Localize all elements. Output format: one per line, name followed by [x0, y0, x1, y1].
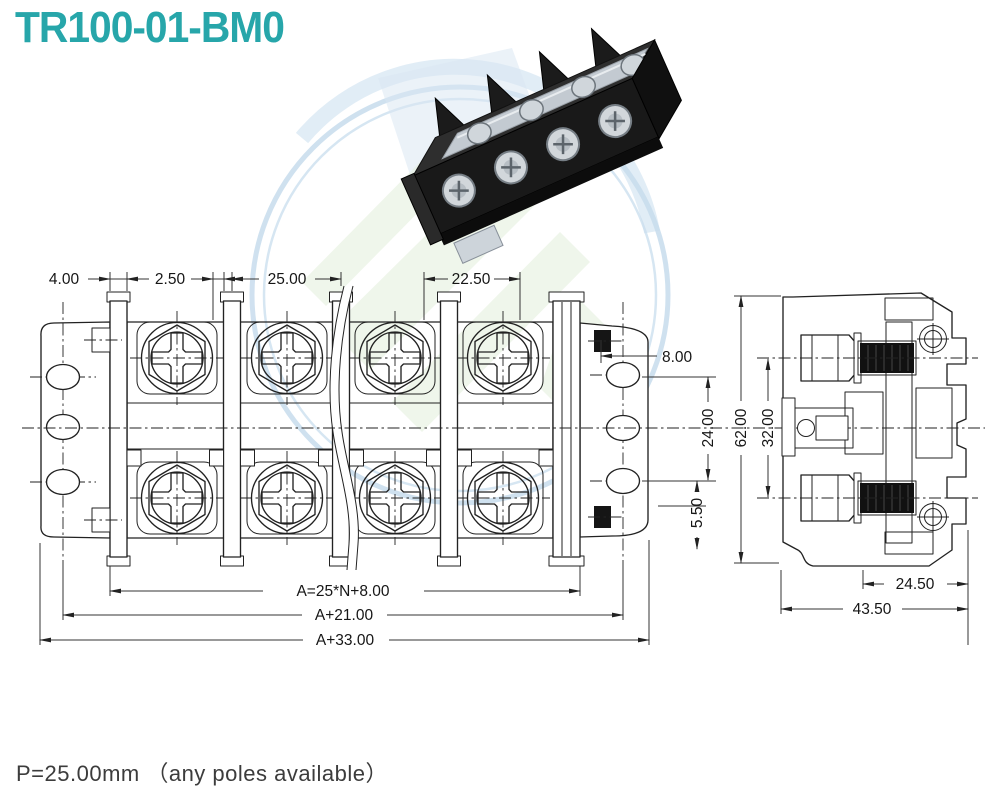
right-clip [594, 506, 611, 528]
dimensions: 4.00 2.50 25.00 22.50 8.00 [39, 271, 969, 649]
dim-hole-span: 24.00 [700, 376, 717, 481]
section-screw-holes [917, 323, 949, 533]
dim-label-22-5: 22.50 [452, 271, 491, 288]
dim-a-plus-33: A+33.00 [39, 632, 650, 649]
dim-label-25: 25.00 [268, 271, 307, 288]
dim-label-4: 4.00 [49, 271, 80, 288]
section-rail-clamp [781, 397, 854, 457]
dim-clip: 8.00 [600, 349, 693, 366]
dim-label-32: 32.00 [760, 408, 777, 447]
section-body [782, 292, 967, 567]
right-clip [594, 330, 611, 352]
part-number-title: TR100-01-BM0 [15, 4, 285, 52]
front-view [30, 285, 649, 571]
dim-overall-width: 43.50 [780, 601, 969, 618]
dim-label-24: 24.00 [700, 408, 717, 447]
dim-inner-width: 24.50 [862, 576, 969, 593]
dim-gap: 2.50 [155, 271, 246, 288]
dim-label-2-5: 2.50 [155, 271, 186, 288]
dim-a-plus-21: A+21.00 [62, 607, 624, 624]
dim-label-5-5: 5.50 [689, 498, 706, 529]
strip-tabs [126, 449, 554, 467]
dim-clip-offset: 5.50 [689, 480, 706, 550]
dim-label-8: 8.00 [662, 349, 693, 366]
dim-label-24-5: 24.50 [896, 576, 935, 593]
dim-pitch: 25.00 [231, 271, 342, 288]
dim-screw-span: 32.00 [760, 358, 777, 498]
pitch-note: P=25.00mm （any poles available） [16, 761, 388, 786]
dim-height: 62.00 [733, 295, 750, 564]
side-view [757, 292, 978, 567]
dim-label-a: A=25*N+8.00 [296, 583, 389, 600]
dim-label-a33: A+33.00 [316, 632, 375, 649]
break-line [329, 285, 359, 571]
dim-a-formula: A=25*N+8.00 [109, 583, 581, 600]
dim-label-62: 62.00 [733, 408, 750, 447]
dim-barrier-width: 4.00 [49, 271, 149, 288]
dim-label-43-5: 43.50 [853, 601, 892, 618]
dim-end-span: 22.50 [423, 271, 521, 288]
barrier-strips [106, 291, 585, 567]
photo-front-screws [441, 104, 633, 208]
dim-label-a21: A+21.00 [315, 607, 374, 624]
product-photo [400, 27, 682, 264]
